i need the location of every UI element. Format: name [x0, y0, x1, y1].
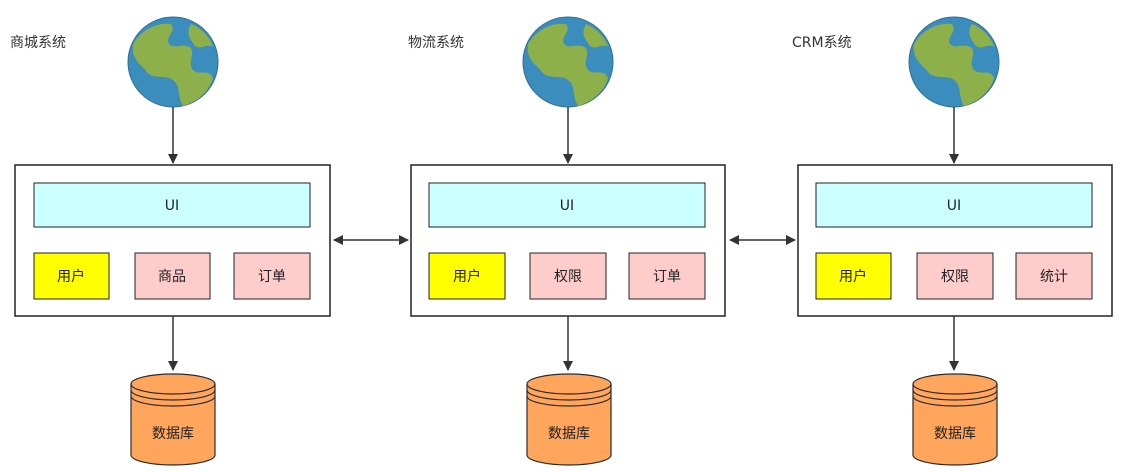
ui-box — [815, 182, 1093, 228]
ui-label: UI — [165, 198, 179, 214]
database-label: 数据库 — [548, 426, 590, 442]
system-logistics: 物流系统 UI 用户 权限 订单 数据库 — [408, 16, 726, 466]
module-box — [628, 252, 706, 300]
globe-icon — [127, 16, 219, 108]
system-title: 商城系统 — [10, 35, 66, 51]
globe-icon — [908, 16, 1000, 108]
ui-label: UI — [560, 198, 574, 214]
system-title: CRM系统 — [792, 35, 852, 51]
ui-label: UI — [947, 198, 961, 214]
module-box — [1015, 252, 1093, 300]
module-label: 订单 — [653, 269, 681, 285]
globe-icon — [522, 16, 614, 108]
module-box — [233, 252, 311, 300]
database-icon — [912, 373, 998, 466]
module-label: 权限 — [941, 269, 969, 285]
database-label: 数据库 — [934, 426, 976, 442]
module-label: 权限 — [554, 269, 582, 285]
module-box — [428, 252, 506, 300]
database-icon — [130, 373, 216, 466]
database-label: 数据库 — [152, 426, 194, 442]
system-crm: CRM系统 UI 用户 权限 统计 数据库 — [792, 16, 1113, 466]
module-box — [134, 252, 211, 300]
module-label: 用户 — [839, 268, 867, 285]
module-label: 统计 — [1040, 269, 1068, 285]
module-box — [916, 252, 994, 300]
module-box — [33, 252, 110, 300]
ui-box — [33, 182, 311, 228]
ui-box — [428, 182, 706, 228]
module-label: 用户 — [453, 268, 481, 285]
module-box — [529, 252, 607, 300]
system-title: 物流系统 — [408, 35, 464, 51]
module-box — [815, 252, 892, 300]
module-label: 订单 — [258, 269, 286, 285]
database-icon — [526, 373, 612, 466]
module-label: 商品 — [158, 269, 186, 285]
module-label: 用户 — [57, 268, 85, 285]
system-shop: 商城系统 UI 用户 商品 订单 数据库 — [10, 16, 331, 466]
